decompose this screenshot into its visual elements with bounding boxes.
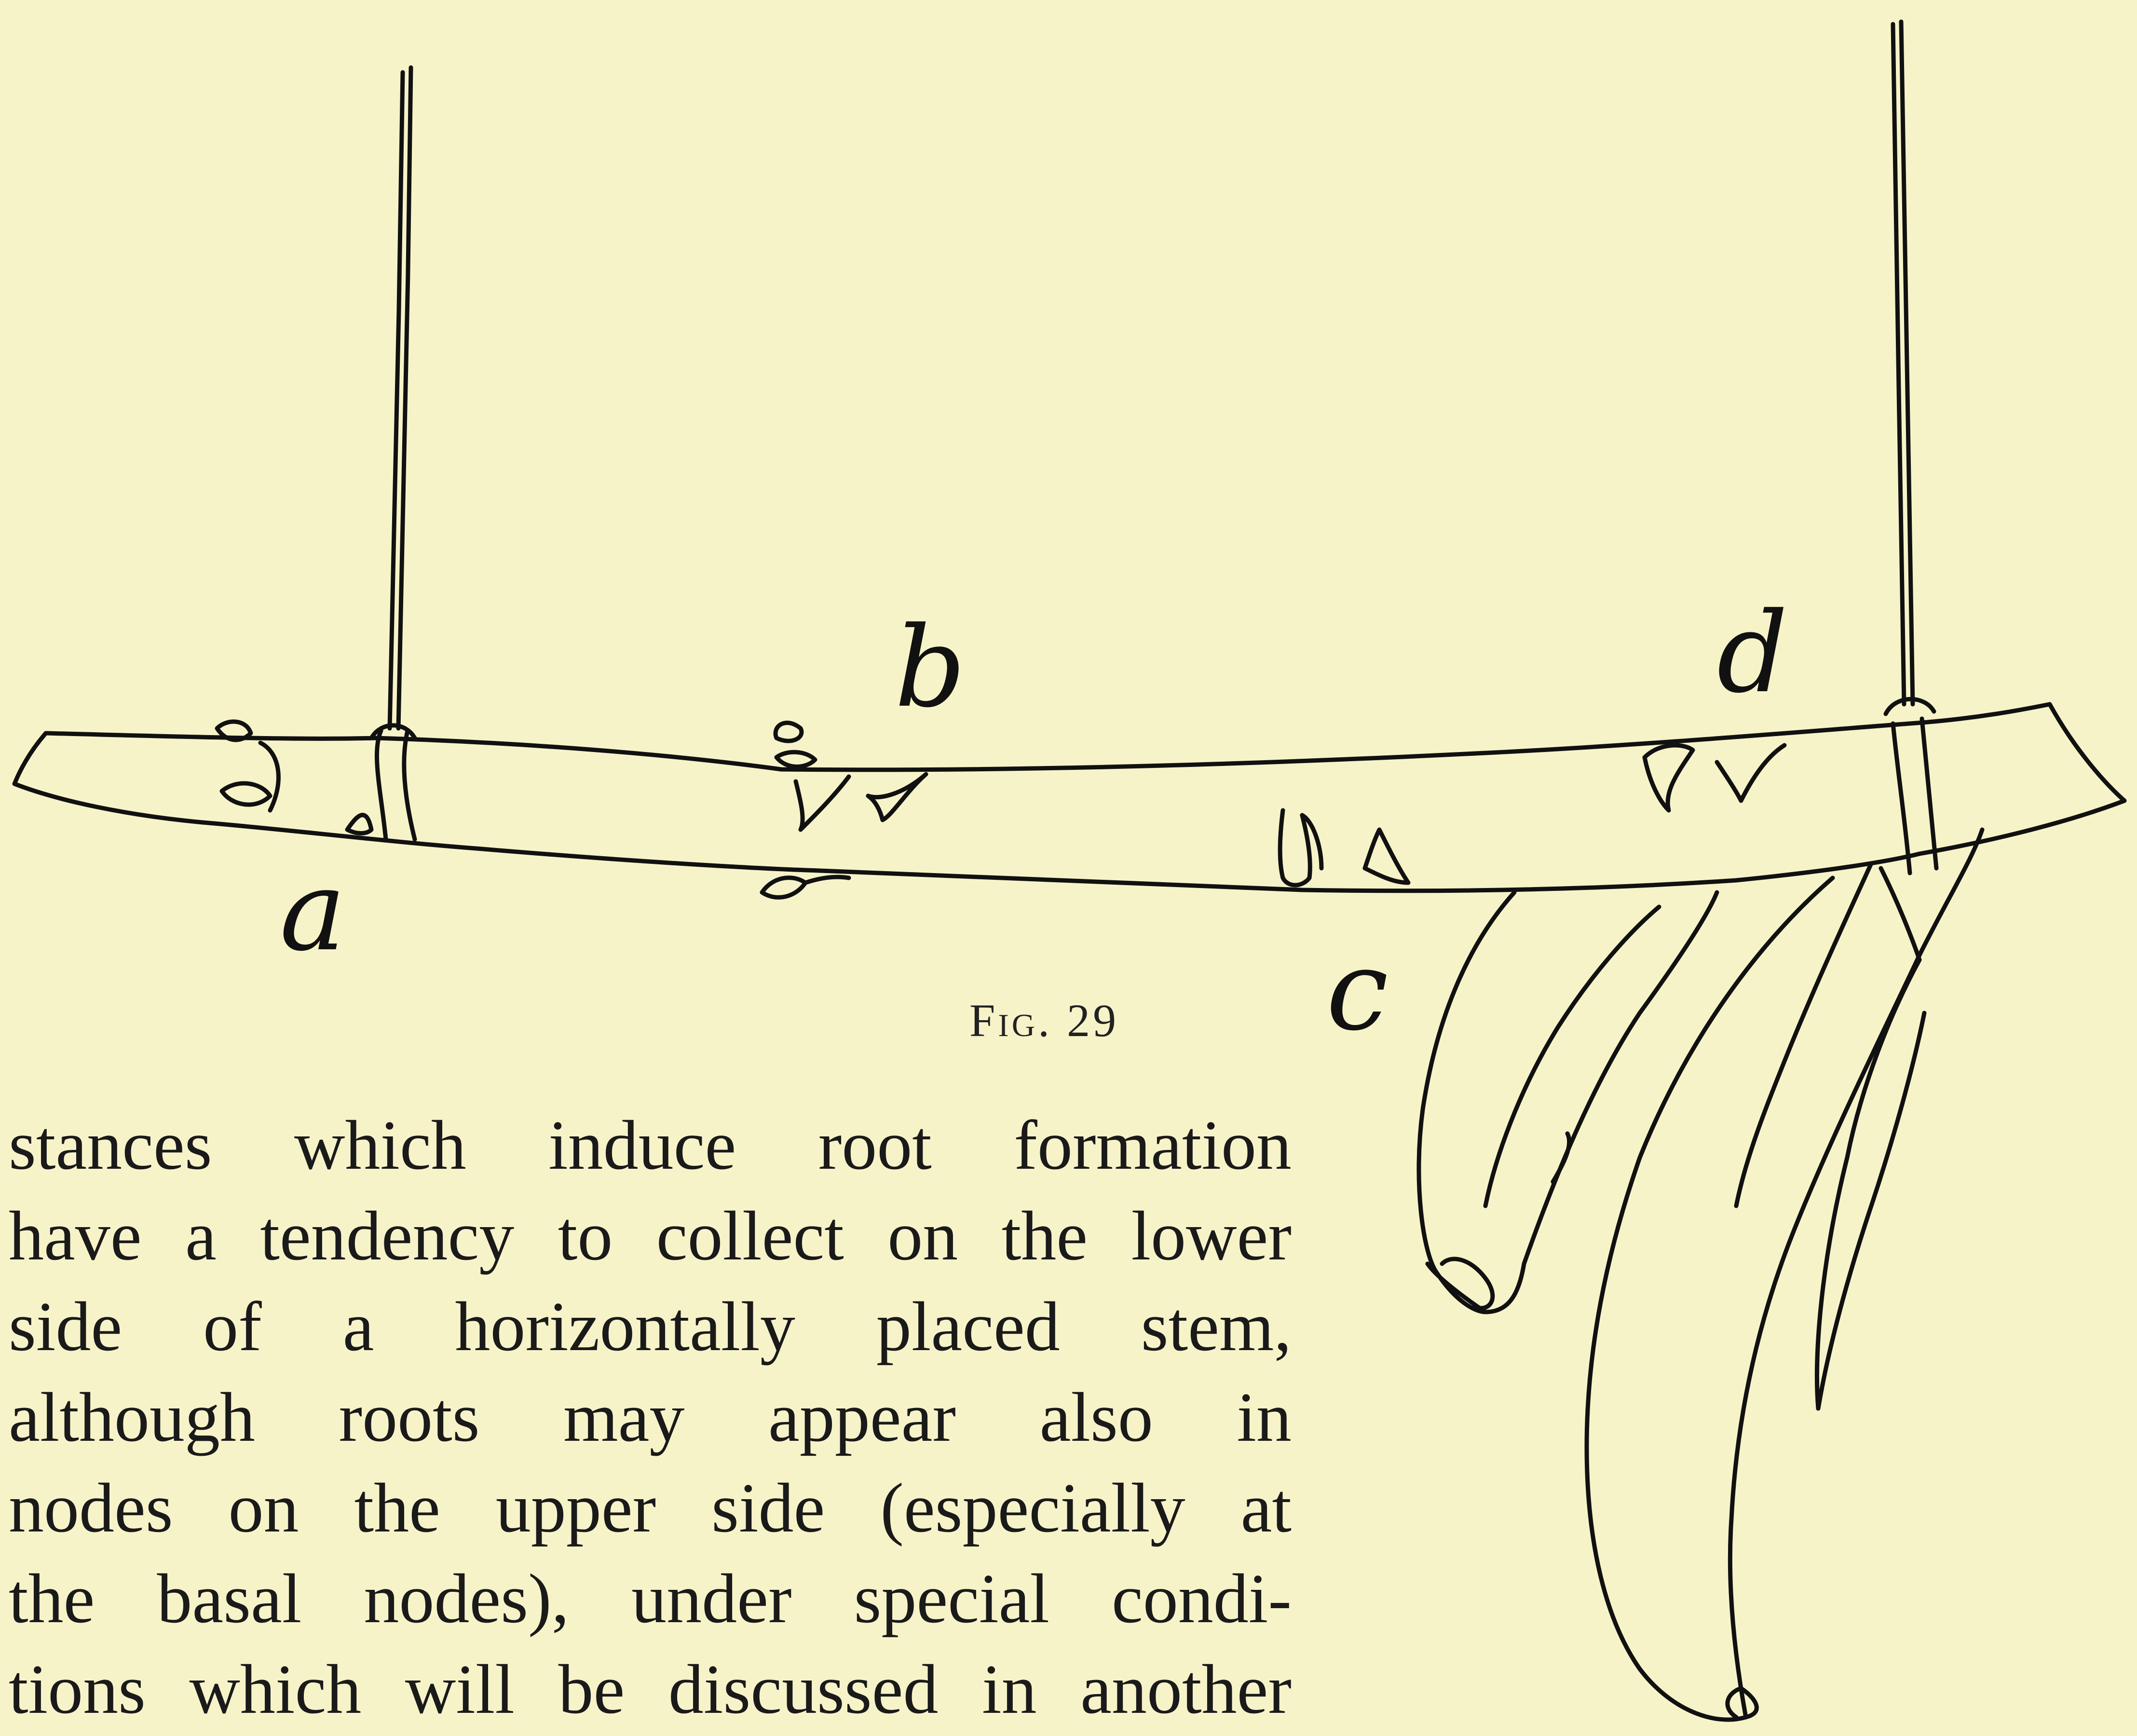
text-line: the basal nodes), under special condi- <box>9 1553 1292 1644</box>
label-a: a <box>280 856 346 967</box>
node-d-buds <box>1645 745 1784 810</box>
text-line: stances which induce root formation <box>9 1100 1292 1190</box>
left-suspension-string <box>390 68 411 728</box>
text-line: tions which will be discussed in another <box>9 1644 1292 1735</box>
label-c: c <box>1326 936 1388 1047</box>
left-string-knot <box>371 725 415 839</box>
body-paragraph: stances which induce root formation have… <box>9 1100 1292 1735</box>
label-d: d <box>1717 598 1788 709</box>
adventitious-roots <box>1419 830 1982 1720</box>
figure-caption: Fig. 29 <box>969 994 1119 1047</box>
right-suspension-string <box>1893 22 1913 704</box>
text-line: although roots may appear also in <box>9 1372 1292 1463</box>
text-line: nodes on the upper side (especially at <box>9 1463 1292 1553</box>
text-line: side of a horizontally placed stem, <box>9 1281 1292 1372</box>
node-c-buds <box>1280 810 1408 885</box>
label-b: b <box>895 613 966 724</box>
text-line: have a tendency to collect on the lower <box>9 1190 1292 1281</box>
